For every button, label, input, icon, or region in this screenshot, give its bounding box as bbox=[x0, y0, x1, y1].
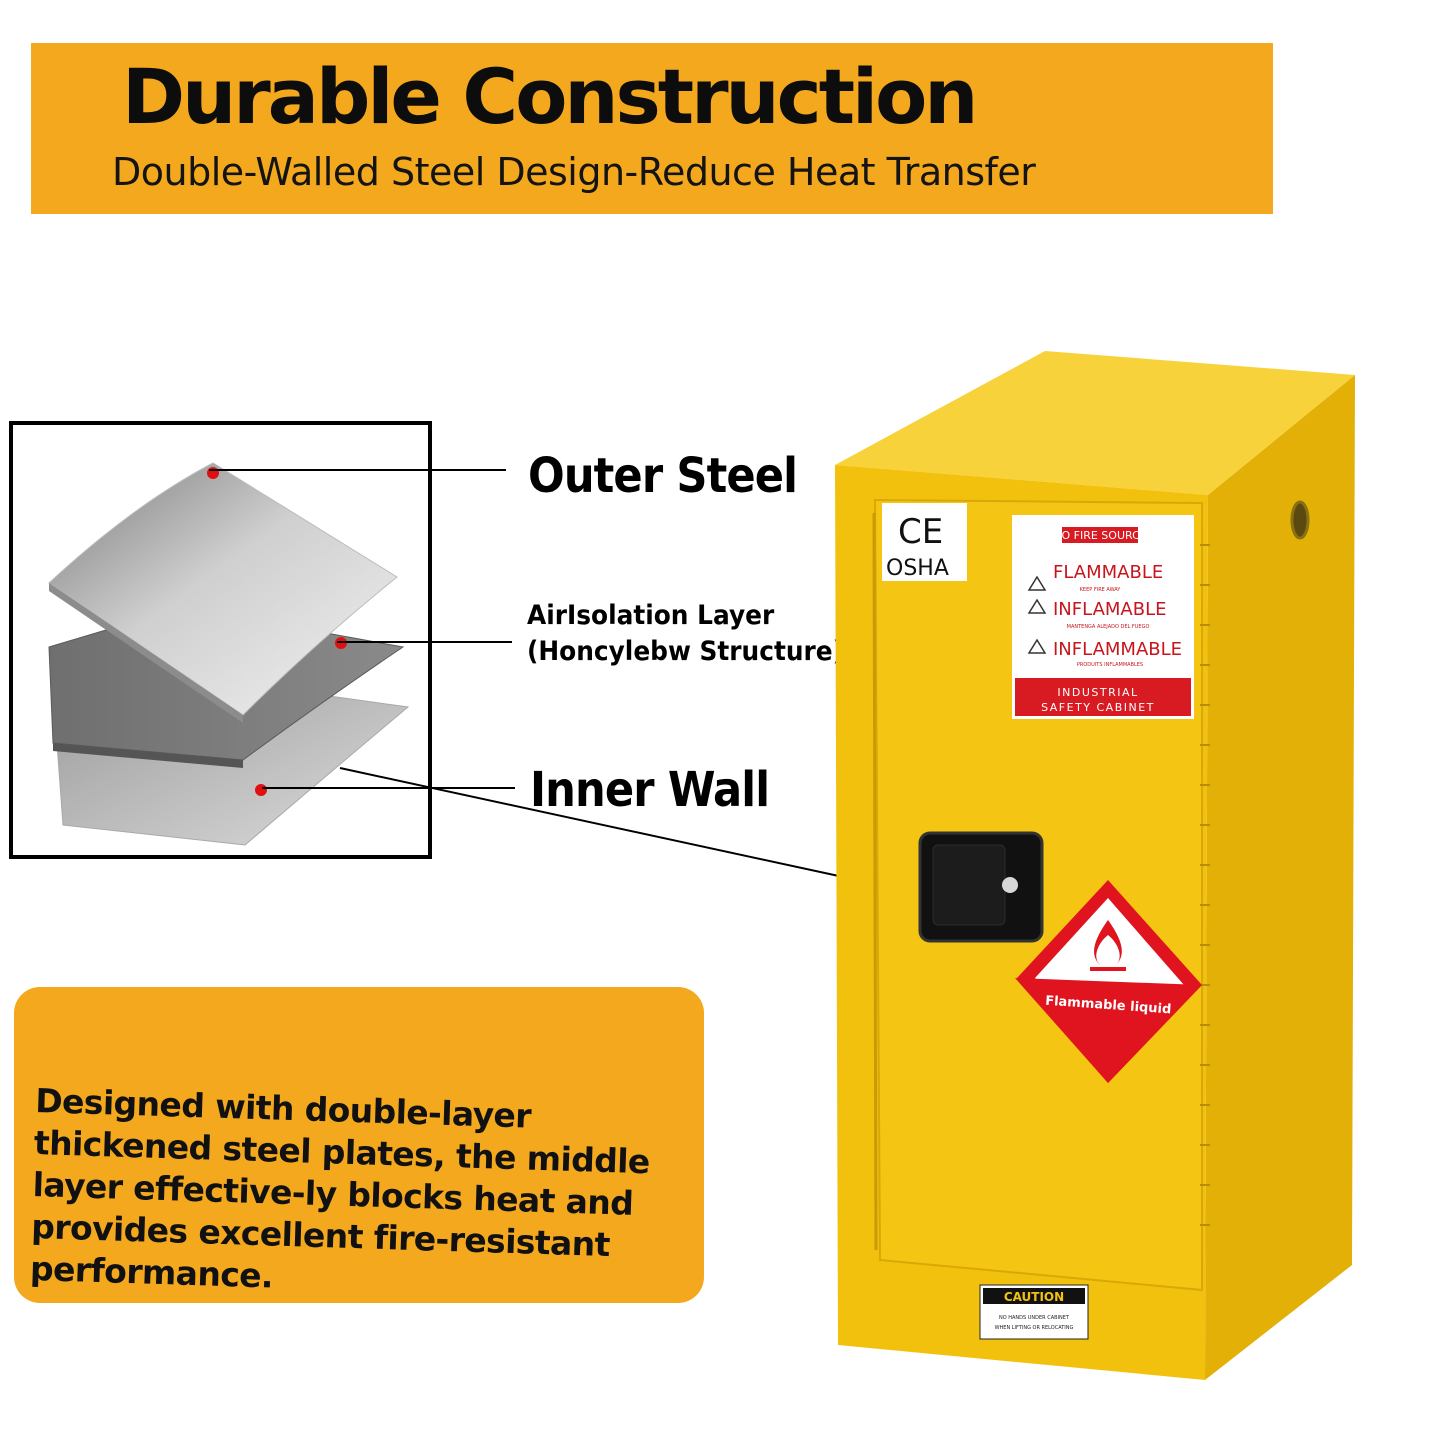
flammable-warning-label: NO FIRE SOURCE FLAMMABLE KEEP FIRE AWAY … bbox=[1012, 515, 1194, 719]
description-text: Designed with double-layer thickened ste… bbox=[29, 1080, 651, 1296]
label-outer-steel: Outer Steel bbox=[528, 448, 798, 504]
warning-triangle-icon bbox=[1027, 638, 1047, 654]
label-footer-line2: SAFETY CABINET bbox=[1041, 701, 1155, 714]
warn2-sub-text: MANTENGA ALEJADO DEL FUEGO bbox=[1067, 624, 1150, 630]
label-air-isolation-line1: AirIsolation Layer bbox=[527, 600, 775, 631]
warning-triangle-icon bbox=[1027, 598, 1047, 614]
key-lock-icon[interactable] bbox=[1002, 877, 1018, 893]
page-subtitle: Double-Walled Steel Design-Reduce Heat T… bbox=[112, 150, 1036, 194]
certification-sticker bbox=[882, 503, 967, 581]
warn3-sub-text: PRODUITS INFLAMMABLES bbox=[1077, 662, 1143, 668]
side-vent-icon bbox=[1290, 500, 1310, 540]
flammable-liquid-diamond: Flammable liquid bbox=[1015, 880, 1202, 1083]
flame-icon bbox=[1094, 920, 1122, 965]
page-title: Durable Construction bbox=[122, 52, 978, 141]
outer-steel-plate bbox=[48, 462, 398, 716]
warn1-sub-text: KEEP FIRE AWAY bbox=[1080, 587, 1122, 593]
label-inner-wall: Inner Wall bbox=[530, 762, 770, 818]
safety-cabinet: CE OSHA NO FIRE SOURCE FLAMMABLE KEEP FI… bbox=[835, 351, 1355, 1380]
header-banner bbox=[31, 43, 1273, 214]
label-header-text: NO FIRE SOURCE bbox=[1053, 529, 1147, 542]
caution-title: CAUTION bbox=[1004, 1290, 1064, 1304]
label-air-isolation-line2: (Honcylebw Structure) bbox=[527, 636, 844, 667]
warn2-text: INFLAMABLE bbox=[1053, 599, 1166, 620]
cabinet-side bbox=[1205, 375, 1355, 1380]
warn3-text: INFLAMMABLE bbox=[1053, 639, 1182, 660]
cabinet-top bbox=[835, 351, 1355, 495]
warning-triangle-icon bbox=[1027, 575, 1047, 591]
warn1-text: FLAMMABLE bbox=[1053, 562, 1163, 583]
door-lock-handle[interactable] bbox=[918, 831, 1044, 943]
description-box bbox=[14, 987, 704, 1303]
caution-sticker: CAUTION NO HANDS UNDER CABINET WHEN LIFT… bbox=[979, 1284, 1089, 1340]
ce-mark: CE bbox=[898, 512, 943, 552]
label-footer-line1: INDUSTRIAL bbox=[1057, 686, 1138, 699]
osha-mark: OSHA bbox=[886, 556, 949, 581]
layer-diagram-box bbox=[9, 421, 432, 859]
steel-layers-illustration bbox=[48, 462, 410, 846]
caution-line2: WHEN LIFTING OR RELOCATING bbox=[995, 1325, 1074, 1331]
label-air-isolation: AirIsolation Layer (Honcylebw Structure) bbox=[527, 598, 844, 670]
caution-line1: NO HANDS UNDER CABINET bbox=[999, 1315, 1070, 1321]
